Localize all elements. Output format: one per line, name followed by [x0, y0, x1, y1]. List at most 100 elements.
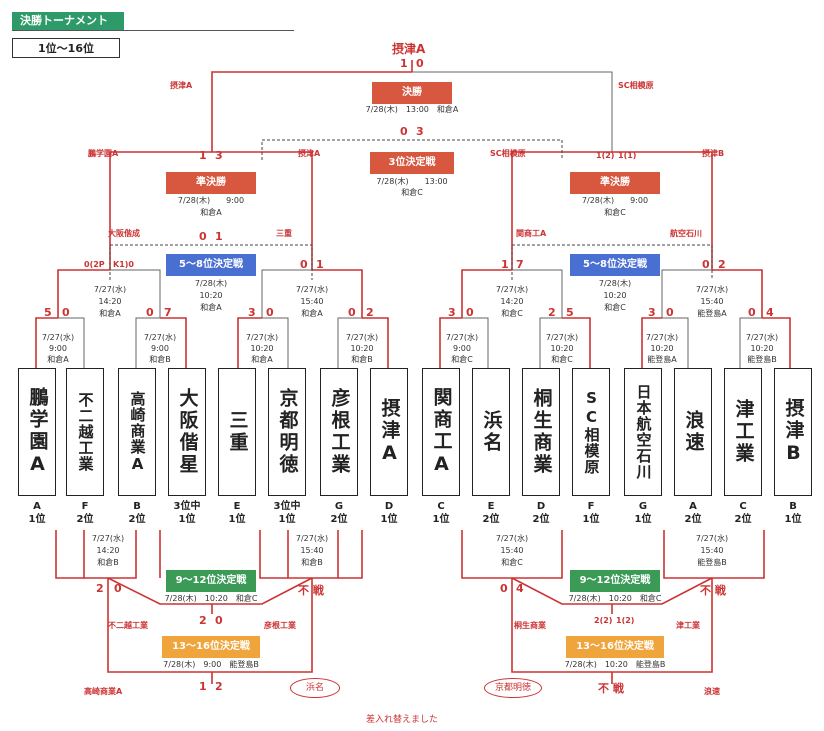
qf4-date: 7/27(水)	[695, 285, 729, 294]
r1-info: 7/27(水)	[41, 333, 75, 342]
ll-cons2-date: 7/27(水)	[295, 534, 329, 543]
final-winner-left: 摂津A	[170, 81, 193, 90]
semi-right-venue: 和倉C	[604, 208, 626, 217]
ll-1316-info: 7/28(木) 9:00 能登島B	[163, 660, 259, 669]
third-info-date: 7/28(木) 13:00	[376, 177, 448, 186]
lr-912-banner: 9〜12位決定戦	[570, 570, 660, 592]
team-group: E	[487, 501, 495, 512]
r1-score: 0	[666, 306, 674, 319]
p58-left-banner: 5〜8位決定戦	[166, 254, 256, 276]
r1-info: 和倉A	[251, 355, 273, 364]
team-group: F	[81, 501, 89, 512]
r1-score: 3	[248, 306, 256, 319]
r1-info: 10:20	[650, 344, 674, 353]
p58-left-team-r: 三重	[276, 229, 292, 238]
lr-cons2-date: 7/27(水)	[695, 534, 729, 543]
semi-left-winner-r: 摂津A	[298, 149, 321, 158]
team-rank: 2位	[684, 514, 702, 525]
ll-cons-score-r: 0	[114, 582, 122, 595]
r1-score: 0	[748, 306, 756, 319]
r1-score: 7	[164, 306, 172, 319]
r1-info: 和倉C	[451, 355, 473, 364]
r1-info: 7/27(水)	[345, 333, 379, 342]
ll-912-banner: 9〜12位決定戦	[166, 570, 256, 592]
team-group: A	[689, 501, 697, 512]
third-score-right: 3	[416, 125, 424, 138]
team-rank: 1位	[28, 514, 46, 525]
semi-right-date: 7/28(木) 9:00	[581, 196, 649, 205]
team-group: B	[789, 501, 797, 512]
lr-team-b: 津工業	[676, 621, 700, 630]
team-rank: 2位	[330, 514, 348, 525]
r1-info: 和倉C	[551, 355, 573, 364]
team-box: 関商工A	[422, 368, 460, 496]
qf3-time: 14:20	[500, 297, 524, 306]
team-rank: 1位	[178, 514, 196, 525]
team-group: 3位中	[173, 501, 201, 512]
semi-left-banner: 準決勝	[166, 172, 256, 194]
ll-1316-banner: 13〜16位決定戦	[162, 636, 260, 658]
r1-score: 2	[366, 306, 374, 319]
ll-cons-venue: 和倉B	[97, 558, 119, 567]
team-rank: 2位	[76, 514, 94, 525]
qf1-score-r: K1)0	[113, 260, 134, 269]
qf2-date: 7/27(水)	[295, 285, 329, 294]
ll-team-b: 彦根工業	[264, 621, 296, 630]
team-rank: 1位	[228, 514, 246, 525]
p58-left-date: 7/28(木)	[194, 279, 228, 288]
ll-team-a: 不二越工業	[108, 621, 148, 630]
lr-912-info: 7/28(木) 10:20 和倉C	[568, 594, 662, 603]
lr-team-a: 桐生商業	[514, 621, 546, 630]
semi-right-winner-l: SC相模原	[490, 149, 526, 158]
lr-cons-date: 7/27(水)	[495, 534, 529, 543]
qf4-venue: 能登島A	[697, 309, 727, 318]
team-box: 日本航空石川	[624, 368, 662, 496]
third-place-banner: 3位決定戦	[370, 152, 454, 174]
ll-cons-time: 14:20	[96, 546, 120, 555]
team-box: 鵬学園A	[18, 368, 56, 496]
team-box: 不二越工業	[66, 368, 104, 496]
tournament-title: 決勝トーナメント	[12, 12, 124, 30]
r1-score: 5	[44, 306, 52, 319]
team-rank: 2位	[734, 514, 752, 525]
r1-score: 4	[766, 306, 774, 319]
qf2-venue: 和倉A	[301, 309, 323, 318]
third-score-left: 0	[400, 125, 408, 138]
team-box: 津工業	[724, 368, 762, 496]
qf3-date: 7/27(水)	[495, 285, 529, 294]
final-score-left: 1	[400, 57, 408, 70]
team-box: 浜名	[472, 368, 510, 496]
team-rank: 1位	[380, 514, 398, 525]
r1-info: 能登島A	[647, 355, 677, 364]
r1-info: 7/27(水)	[445, 333, 479, 342]
semi-right-score-r: 1(1)	[618, 151, 637, 160]
qf1-time: 14:20	[98, 297, 122, 306]
p58-right-team-l: 関商工A	[516, 229, 547, 238]
team-rank: 1位	[582, 514, 600, 525]
qf3-venue: 和倉C	[501, 309, 523, 318]
qf2-score-r: 1	[316, 258, 324, 271]
lr-912-score-r: 1(2)	[616, 616, 635, 625]
final-winner-right: SC相模原	[618, 81, 654, 90]
r1-info: 7/27(水)	[645, 333, 679, 342]
r1-info: 10:20	[350, 344, 374, 353]
team-box: 高崎商業A	[118, 368, 156, 496]
champion-name: 摂津A	[392, 42, 426, 56]
team-group: G	[334, 501, 344, 512]
team-rank: 2位	[532, 514, 550, 525]
semi-left-score-l: 1	[199, 149, 207, 162]
p58-left-time: 10:20	[199, 291, 223, 300]
team-box: 摂津B	[774, 368, 812, 496]
team-rank: 1位	[634, 514, 652, 525]
r1-score: 2	[548, 306, 556, 319]
qf1-venue: 和倉A	[99, 309, 121, 318]
ll-cons-date: 7/27(水)	[91, 534, 125, 543]
ll-team-c: 高崎商業A	[84, 687, 123, 696]
p58-right-venue: 和倉C	[604, 303, 626, 312]
semi-right-banner: 準決勝	[570, 172, 660, 194]
r1-info: 10:20	[250, 344, 274, 353]
lr-cons-score-r: 4	[516, 582, 524, 595]
p58-left-team-l: 大阪偕成	[108, 229, 140, 238]
team-group: A	[33, 501, 41, 512]
